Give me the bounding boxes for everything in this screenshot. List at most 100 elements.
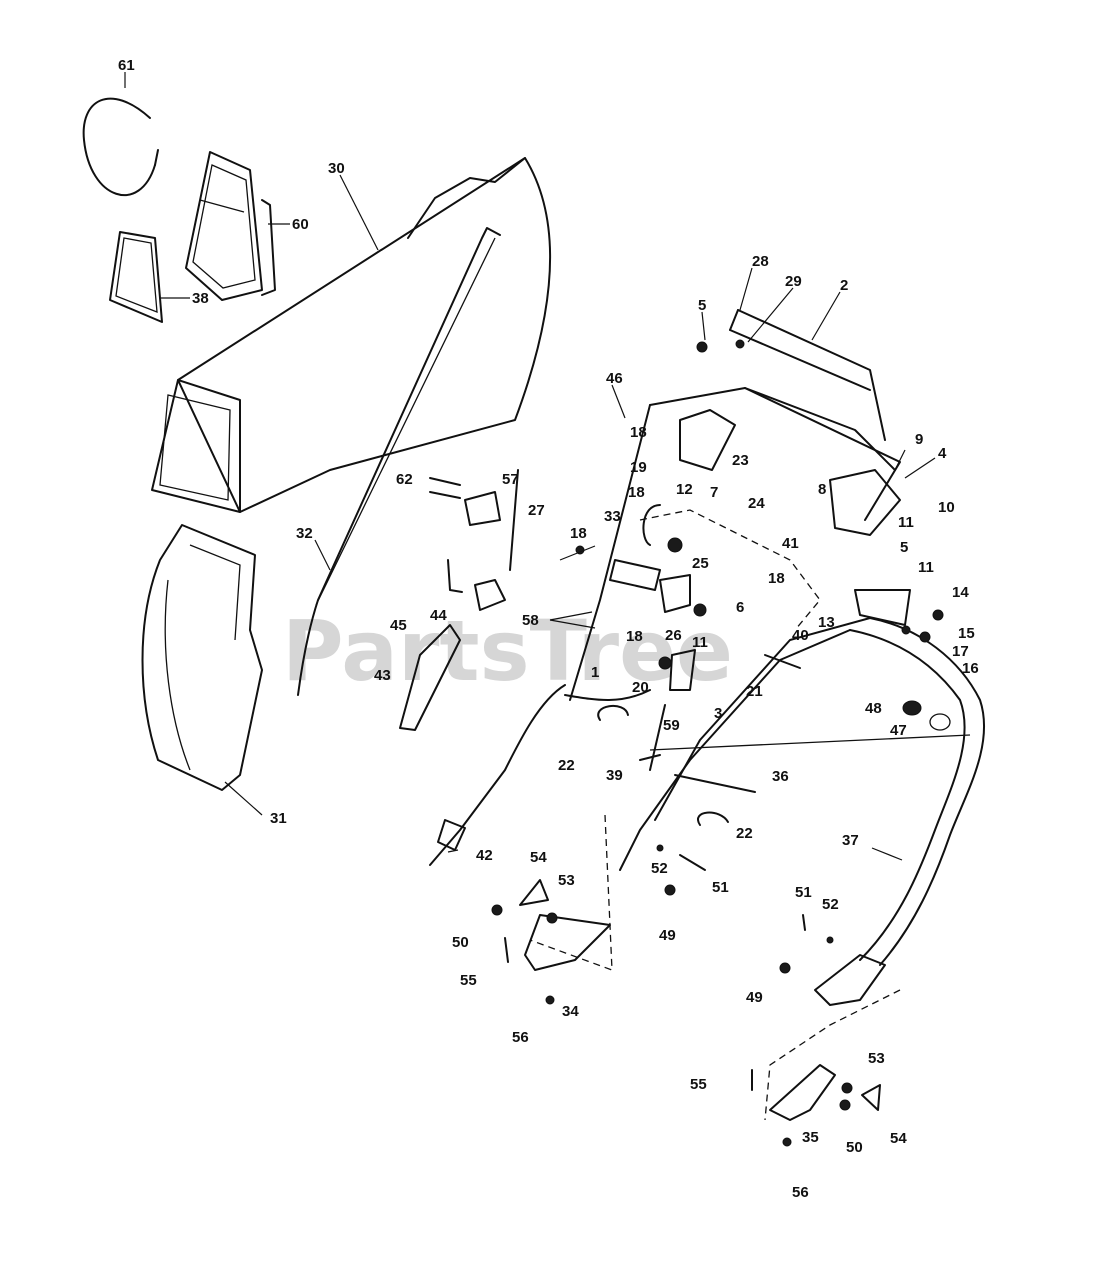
callout-52: 52 (651, 860, 668, 877)
part-center-controls (575, 537, 707, 691)
part-14-bracket (854, 589, 944, 643)
callout-59: 59 (663, 717, 680, 734)
callout-18: 18 (768, 570, 785, 587)
callout-53: 53 (558, 872, 575, 889)
watermark: PartsTree (282, 602, 733, 700)
callout-55: 55 (460, 972, 477, 989)
callout-33: 33 (604, 508, 621, 525)
part-39-36-21 (639, 654, 971, 793)
callout-40: 40 (792, 627, 809, 644)
part-35-bracket (764, 989, 901, 1147)
callout-54: 54 (890, 1130, 907, 1147)
callout-62: 62 (396, 471, 413, 488)
callout-10: 10 (938, 499, 955, 516)
part-61-ring (82, 97, 159, 196)
part-43-throttle (399, 559, 506, 731)
callout-39: 39 (606, 767, 623, 784)
callout-22: 22 (558, 757, 575, 774)
callout-49: 49 (746, 989, 763, 1006)
callout-28: 28 (752, 253, 769, 270)
part-46-upper-handle (569, 387, 901, 701)
callout-50: 50 (846, 1139, 863, 1156)
callout-22: 22 (736, 825, 753, 842)
callout-46: 46 (606, 370, 623, 387)
callout-26: 26 (665, 627, 682, 644)
callout-34: 34 (562, 1003, 579, 1020)
part-22-clips (597, 704, 729, 826)
callout-56: 56 (512, 1029, 529, 1046)
callout-18: 18 (630, 424, 647, 441)
callout-25: 25 (692, 555, 709, 572)
callout-35: 35 (802, 1129, 819, 1146)
part-fasteners (504, 844, 834, 1091)
callout-15: 15 (958, 625, 975, 642)
callout-20: 20 (632, 679, 649, 696)
callout-60: 60 (292, 216, 309, 233)
leader-lines (124, 72, 936, 861)
callout-32: 32 (296, 525, 313, 542)
part-31-deflector (141, 524, 263, 791)
part-2-bail (696, 309, 886, 441)
callout-23: 23 (732, 452, 749, 469)
part-41-rod (639, 504, 821, 631)
callout-57: 57 (502, 471, 519, 488)
callout-51: 51 (795, 884, 812, 901)
callout-11: 11 (898, 514, 914, 531)
callout-49: 49 (659, 927, 676, 944)
callout-53: 53 (868, 1050, 885, 1067)
callout-12: 12 (676, 481, 693, 498)
callout-5: 5 (900, 539, 908, 556)
callout-44: 44 (430, 607, 447, 624)
callout-37: 37 (842, 832, 859, 849)
callout-17: 17 (952, 643, 969, 660)
callout-50: 50 (452, 934, 469, 951)
part-30-grass-bag (151, 157, 552, 513)
part-60-bag-frame (185, 151, 276, 301)
callout-7: 7 (710, 484, 718, 501)
callout-18: 18 (628, 484, 645, 501)
callout-11: 11 (692, 634, 708, 651)
callout-42: 42 (476, 847, 493, 864)
callout-36: 36 (772, 768, 789, 785)
callout-38: 38 (192, 290, 209, 307)
callout-27: 27 (528, 502, 545, 519)
part-34-bracket (491, 814, 613, 1005)
callout-21: 21 (746, 683, 763, 700)
callout-52: 52 (822, 896, 839, 913)
callout-4: 4 (938, 445, 947, 462)
callout-61: 61 (118, 57, 135, 74)
part-57 (429, 469, 519, 571)
callout-51: 51 (712, 879, 729, 896)
callout-47: 47 (890, 722, 907, 739)
callout-54: 54 (530, 849, 547, 866)
callout-9: 9 (915, 431, 923, 448)
callout-29: 29 (785, 273, 802, 290)
part-38-loop (109, 231, 163, 323)
callout-14: 14 (952, 584, 969, 601)
callout-30: 30 (328, 160, 345, 177)
callout-24: 24 (748, 495, 765, 512)
callout-41: 41 (782, 535, 799, 552)
callout-55: 55 (690, 1076, 707, 1093)
callout-11: 11 (918, 559, 934, 576)
callout-18: 18 (570, 525, 587, 542)
callout-19: 19 (630, 459, 647, 476)
part-32-rod (297, 227, 501, 696)
callout-58: 58 (522, 612, 539, 629)
callout-56: 56 (792, 1184, 809, 1201)
callout-1: 1 (591, 664, 599, 681)
callout-2: 2 (840, 277, 848, 294)
part-37-lower-handle (619, 617, 985, 1006)
callout-18: 18 (626, 628, 643, 645)
callout-16: 16 (962, 660, 979, 677)
callout-45: 45 (390, 617, 407, 634)
callout-31: 31 (270, 810, 287, 827)
callout-13: 13 (818, 614, 835, 631)
callout-8: 8 (818, 481, 826, 498)
callout-48: 48 (865, 700, 882, 717)
callout-5: 5 (698, 297, 706, 314)
callout-6: 6 (736, 599, 744, 616)
callout-3: 3 (714, 705, 722, 722)
